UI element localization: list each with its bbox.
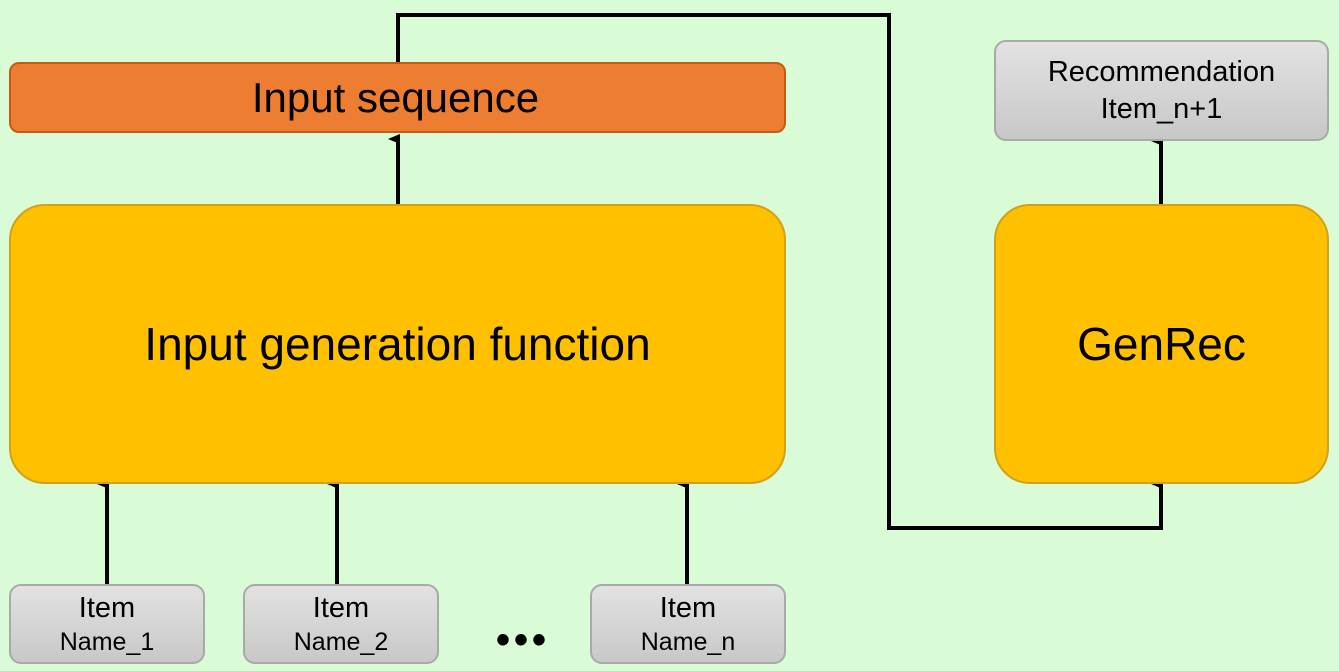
- input-generation-function-box: Input generation function: [9, 204, 786, 484]
- item-label: Item: [659, 591, 717, 624]
- recommendation-item-label: Item_n+1: [1100, 92, 1223, 125]
- item-name: Name_1: [59, 627, 155, 656]
- input-sequence-box: Input sequence: [9, 62, 786, 133]
- input-generation-function-label: Input generation function: [144, 318, 651, 370]
- item-name: Name_n: [640, 627, 736, 656]
- recommendation-box: Recommendation Item_n+1: [994, 40, 1329, 141]
- item-box-1: Item Name_1: [9, 584, 205, 664]
- item-label: Item: [312, 591, 370, 624]
- input-sequence-label: Input sequence: [251, 73, 540, 121]
- item-label: Item: [78, 591, 136, 624]
- arrow-sequence-to-genrec: [396, 13, 1163, 530]
- item-box-2: Item Name_2: [243, 584, 439, 664]
- item-name: Name_2: [293, 627, 389, 656]
- genrec-box: GenRec: [994, 204, 1329, 484]
- item-box-n: Item Name_n: [590, 584, 786, 664]
- genrec-label: GenRec: [1077, 318, 1246, 370]
- ellipsis: •••: [495, 618, 550, 662]
- recommendation-label: Recommendation: [1047, 56, 1276, 89]
